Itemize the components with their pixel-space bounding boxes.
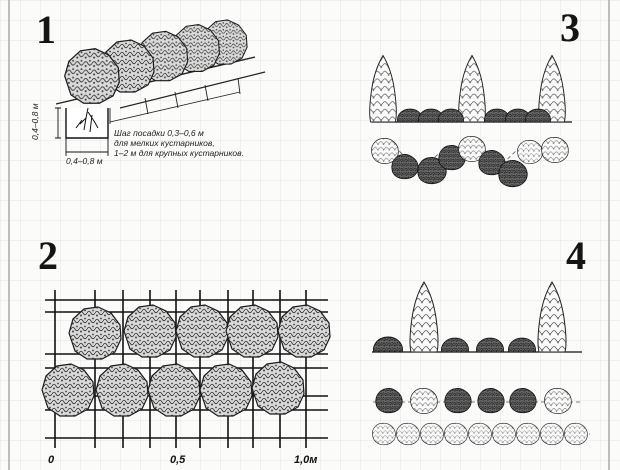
scale-tick-one: 1,0м — [294, 454, 318, 466]
panel1-hedge-sketch — [55, 19, 266, 156]
sheet-border-left — [8, 0, 10, 470]
panel-number-1: 1 — [36, 7, 56, 52]
scale-tick-0: 0 — [48, 454, 55, 466]
spacing-note-line: Шаг посадки 0,3–0,6 м — [114, 128, 204, 138]
trench-depth-label: 0,4–0,8 м — [30, 103, 40, 140]
panel2-grid-plan — [41, 290, 331, 448]
panel-number-2: 2 — [38, 233, 58, 278]
spacing-note-line: для мелких кустарников, — [114, 138, 215, 148]
panel4-planting-scheme — [372, 281, 590, 446]
panel-number-3: 3 — [560, 5, 580, 50]
trench-width-label: 0,4–0,8 м — [66, 156, 103, 166]
scale-tick-half: 0,5 — [170, 454, 186, 466]
spacing-note-line: 1–2 м для крупных кустарников. — [114, 148, 244, 158]
panel3-planting-scheme — [369, 55, 572, 188]
panel-number-4: 4 — [566, 233, 586, 278]
sheet-border-right — [608, 0, 610, 470]
spacing-note: Шаг посадки 0,3–0,6 м для мелких кустарн… — [114, 128, 244, 158]
